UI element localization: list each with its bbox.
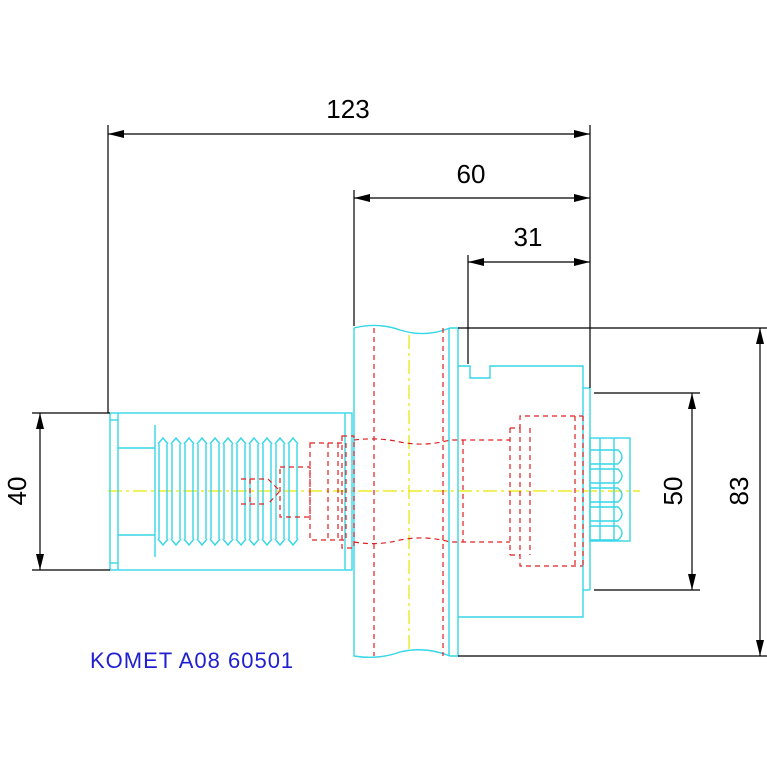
thread-tooth xyxy=(248,436,260,547)
part-outline xyxy=(109,324,631,659)
dim-40-text: 40 xyxy=(2,477,32,506)
thread-tooth xyxy=(157,436,169,547)
thread-tooth xyxy=(170,436,182,547)
pilot-groove xyxy=(590,468,623,484)
thread-tooth xyxy=(222,436,234,547)
dimension-flange-diameter: 83 xyxy=(458,327,767,657)
thread-tooth xyxy=(183,436,195,547)
thread-tooth xyxy=(261,436,273,547)
dimension-collar-to-face: 31 xyxy=(467,222,590,364)
part-label: KOMET A08 60501 xyxy=(90,648,294,673)
thread-tooth xyxy=(287,436,299,547)
thread-pattern xyxy=(157,436,623,547)
dim-60-text: 60 xyxy=(457,159,486,189)
dimension-collar-diameter: 50 xyxy=(594,392,700,591)
thread-tooth xyxy=(209,436,221,547)
dimension-overall-length: 123 xyxy=(107,94,591,413)
pilot-groove xyxy=(590,525,623,541)
dim-31-text: 31 xyxy=(514,222,543,252)
dim-123-text: 123 xyxy=(326,94,369,124)
dimension-flange-to-face: 60 xyxy=(353,159,590,326)
thread-tooth xyxy=(235,436,247,547)
dim-50-text: 50 xyxy=(658,477,688,506)
pilot-groove xyxy=(590,487,623,503)
pilot-groove xyxy=(590,449,623,465)
thread-tooth xyxy=(274,436,286,547)
hidden-lines xyxy=(241,328,584,656)
pilot-groove xyxy=(590,506,623,522)
dim-83-text: 83 xyxy=(724,477,754,506)
centerlines xyxy=(108,335,640,650)
dimension-shank-diameter: 40 xyxy=(2,412,110,571)
thread-tooth xyxy=(196,436,208,547)
